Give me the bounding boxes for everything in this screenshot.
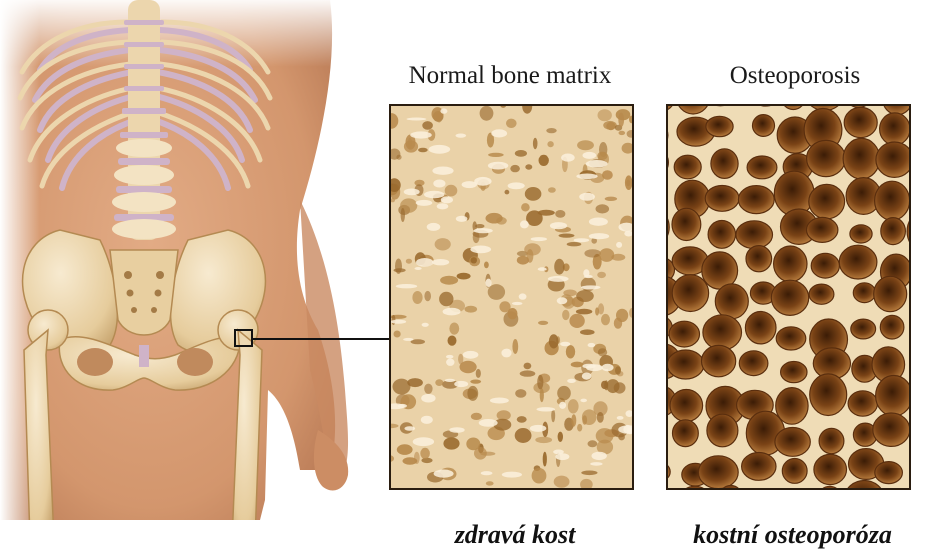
osteoporosis-frame: [666, 104, 911, 490]
osteoporosis-title: Osteoporosis: [655, 62, 925, 90]
normal-bone-caption: zdravá kost: [385, 520, 645, 550]
normal-bone-frame: [389, 104, 634, 490]
normal-bone-title: Normal bone matrix: [370, 62, 650, 90]
osteoporosis-caption: kostní osteoporóza: [660, 520, 925, 550]
